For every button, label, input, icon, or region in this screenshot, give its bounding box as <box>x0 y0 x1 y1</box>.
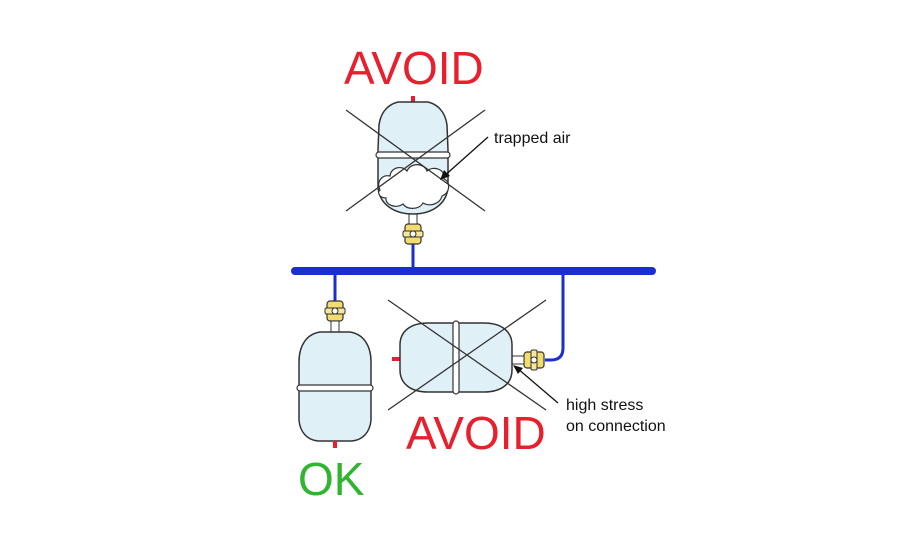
side-valve-icon <box>523 349 545 371</box>
top-x-mark-icon <box>345 109 486 212</box>
trapped-air-label: trapped air <box>494 130 571 147</box>
ok-fitting <box>330 320 340 333</box>
top-fitting <box>408 213 418 225</box>
top-valve-icon <box>402 223 424 245</box>
trapped-air-leader <box>441 136 489 179</box>
side-fitting <box>511 355 525 365</box>
bottom-x-mark-icon <box>387 299 547 411</box>
avoid-label-top: AVOID <box>344 42 484 94</box>
trapped-air-icon <box>378 164 450 209</box>
ok-label: OK <box>298 453 365 505</box>
horizontal-tank-icon <box>392 320 513 395</box>
high-stress-label-line1: high stress <box>566 397 644 414</box>
high-stress-arrowhead <box>513 365 523 374</box>
trapped-air-arrowhead <box>440 170 450 180</box>
high-stress-label-line2: on connection <box>566 418 666 435</box>
high-stress-leader <box>516 367 559 404</box>
side-riser-pipe <box>545 271 565 362</box>
ok-valve-icon <box>324 300 346 322</box>
ok-tank-icon <box>296 331 374 448</box>
avoid-label-bottom: AVOID <box>406 407 546 459</box>
